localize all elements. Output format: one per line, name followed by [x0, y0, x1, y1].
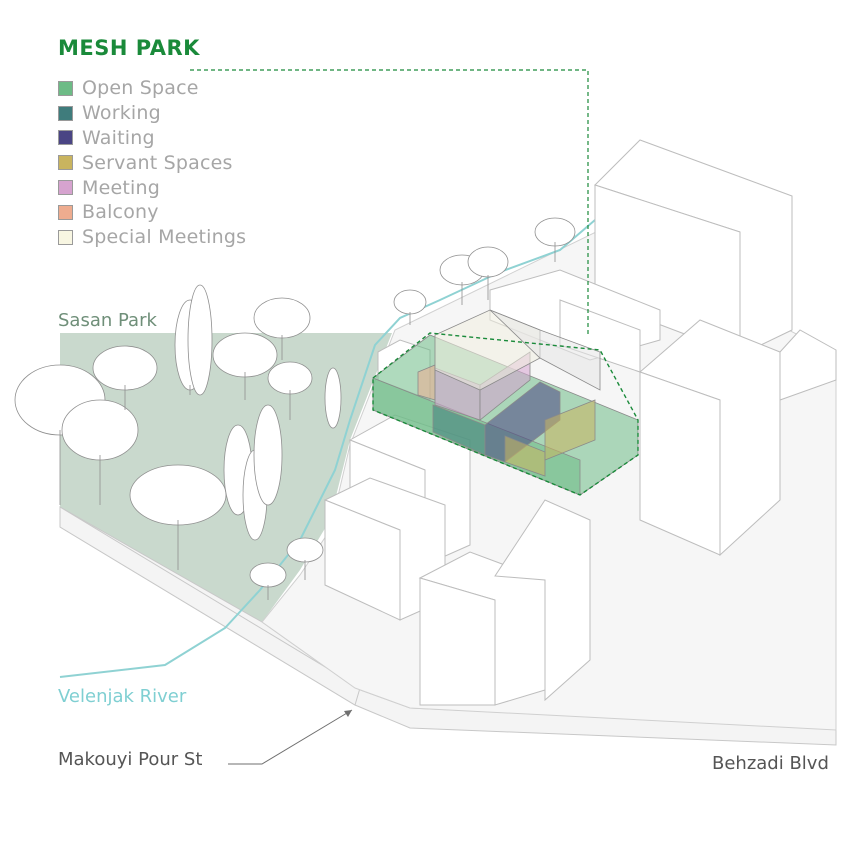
swatch-open-space	[58, 80, 73, 96]
street-pointer-arrowhead	[344, 710, 352, 717]
legend-label: Special Meetings	[82, 226, 247, 249]
swatch-special-meetings	[58, 229, 73, 245]
legend: Open Space Working Waiting Servant Space…	[58, 76, 246, 250]
swatch-waiting	[58, 130, 73, 146]
swatch-meeting	[58, 180, 73, 196]
swatch-balcony	[58, 204, 73, 220]
legend-item-balcony: Balcony	[58, 200, 246, 225]
legend-item-working: Working	[58, 101, 246, 126]
mesh-park-outline	[372, 332, 639, 496]
legend-label: Servant Spaces	[82, 151, 233, 174]
legend-label: Meeting	[82, 176, 161, 199]
legend-label: Open Space	[82, 77, 199, 100]
swatch-working	[58, 105, 73, 121]
mesh-park-massing	[372, 309, 639, 496]
legend-item-meeting: Meeting	[58, 175, 246, 200]
trees	[14, 217, 576, 600]
legend-item-special-meetings: Special Meetings	[58, 225, 246, 250]
legend-item-servant-spaces: Servant Spaces	[58, 150, 246, 175]
mesh-park-leader-line	[190, 69, 589, 335]
river-label: Velenjak River	[58, 686, 187, 707]
project-title: MESH PARK	[58, 36, 200, 60]
park-label: Sasan Park	[58, 310, 157, 331]
street-label: Makouyi Pour St	[58, 749, 203, 770]
legend-item-open-space: Open Space	[58, 76, 246, 101]
street-pointer-arrow	[228, 709, 353, 765]
swatch-servant-spaces	[58, 155, 73, 171]
legend-label: Balcony	[82, 201, 159, 224]
legend-label: Working	[82, 102, 161, 125]
legend-item-waiting: Waiting	[58, 126, 246, 151]
context-buildings	[323, 139, 837, 706]
legend-label: Waiting	[82, 126, 155, 149]
boulevard-label: Behzadi Blvd	[712, 753, 829, 774]
